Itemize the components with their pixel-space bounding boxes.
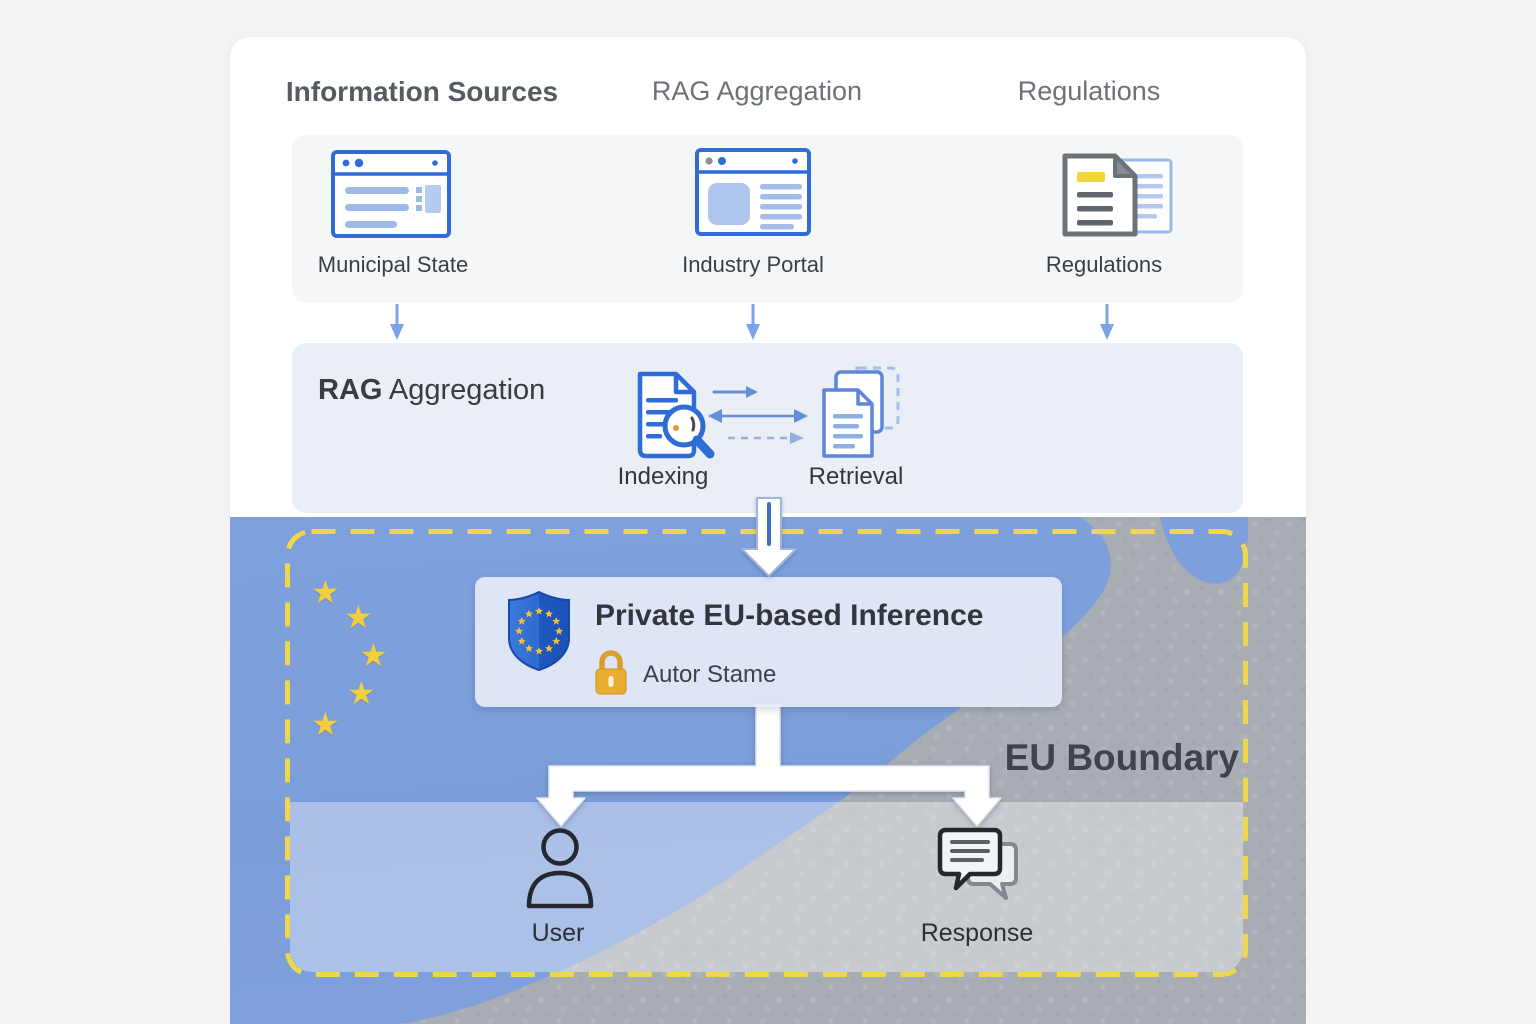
inference-box: Private EU-based Inference Autor Stame <box>475 577 1062 707</box>
header-regulations: Regulations <box>1017 76 1161 106</box>
header-information-sources: Information Sources <box>285 76 559 107</box>
rag-band-title-rest: Aggregation <box>382 374 546 406</box>
down-arrow-icon <box>1100 304 1114 340</box>
user-icon <box>526 828 594 909</box>
response-chat-icon <box>937 827 1018 900</box>
down-arrow-icon <box>390 304 404 340</box>
lock-label: Autor Stame <box>643 661 777 688</box>
browser-portal-icon <box>695 148 811 236</box>
eu-star-icon: ★ <box>344 599 373 635</box>
eu-star-icon: ★ <box>359 637 388 673</box>
response-label: Response <box>920 919 1034 947</box>
indexing-icon <box>637 371 715 459</box>
indexing-label: Indexing <box>617 463 709 490</box>
index-retrieval-arrows-icon <box>708 386 808 444</box>
lock-icon <box>595 650 627 695</box>
entry-arrow <box>741 497 797 577</box>
user-label: User <box>531 919 585 947</box>
shield-stars <box>515 607 563 655</box>
source-label-municipal-state: Municipal State <box>317 252 469 277</box>
rag-band <box>292 343 1243 513</box>
retrieval-icon <box>822 366 900 458</box>
documents-icon <box>1062 153 1173 237</box>
rag-band-title-bold: RAG <box>318 374 383 406</box>
eu-boundary-label: EU Boundary <box>1004 737 1239 778</box>
eu-shield-icon <box>508 590 570 672</box>
down-arrow-icon <box>746 304 760 340</box>
header-rag-aggregation: RAG Aggregation <box>651 76 863 106</box>
eu-star-icon: ★ <box>311 574 340 610</box>
source-label-industry-portal: Industry Portal <box>682 252 824 277</box>
eu-star-icon: ★ <box>311 706 340 742</box>
rag-band-title: RAG Aggregation <box>318 374 545 407</box>
browser-window-icon <box>331 150 451 238</box>
eu-map-section: ★ ★ ★ ★ ★ <box>230 517 1306 1024</box>
retrieval-label: Retrieval <box>808 463 904 490</box>
boundary-inner-overlay <box>290 802 1243 972</box>
eu-star-icon: ★ <box>347 675 376 711</box>
source-label-regulations: Regulations <box>1045 252 1163 277</box>
inference-title: Private EU-based Inference <box>595 599 984 632</box>
